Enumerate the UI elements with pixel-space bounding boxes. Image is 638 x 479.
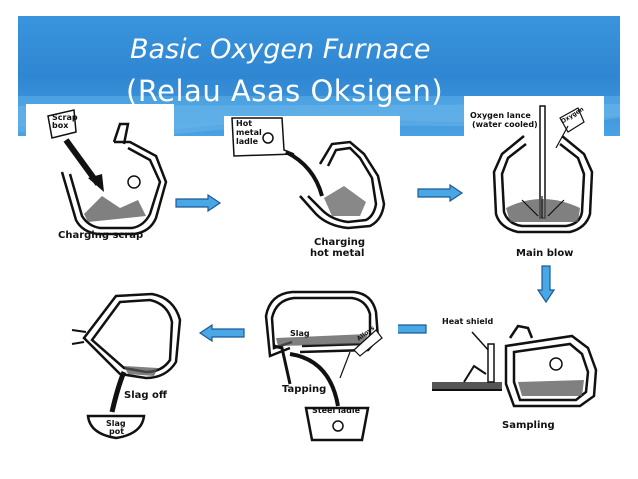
panel-charging-scrap: Scrap box Charging scrap: [26, 104, 174, 252]
hot-metal-ladle-tag-line2: metal: [236, 128, 262, 137]
arrow-right-2: [417, 184, 464, 202]
arrow-right-1: [175, 194, 222, 212]
slag-pot-label-line1: Slag: [106, 419, 126, 428]
arrow-left-2: [198, 324, 245, 342]
oxygen-lance-tag-line1: Oxygen lance: [470, 111, 531, 120]
slide-subtitle: (Relau Asas Oksigen): [126, 74, 444, 108]
heat-shield-tag: Heat shield: [442, 317, 494, 326]
sampling-caption: Sampling: [502, 420, 555, 431]
charging-hot-metal-caption-line1: Charging: [314, 237, 366, 248]
panel-tapping: Slag Alloys Tapping Steel ladle: [260, 286, 398, 450]
slag-label: Slag: [290, 329, 310, 338]
main-blow-caption: Main blow: [516, 248, 574, 259]
charging-scrap-illustration: [47, 109, 168, 236]
charging-hot-metal-caption-line2: hot metal: [310, 248, 365, 259]
oxygen-lance-tag-line2: (water cooled): [472, 120, 538, 129]
hot-metal-ladle-tag-line3: ladle: [236, 137, 259, 146]
hot-metal-ladle-tag-line1: Hot: [236, 119, 253, 128]
main-blow-illustration: [492, 105, 594, 234]
tapping-caption: Tapping: [282, 384, 327, 395]
steel-ladle-label: Steel ladle: [312, 406, 360, 415]
charging-scrap-caption: Charging scrap: [58, 230, 144, 241]
slide-title: Basic Oxygen Furnace: [130, 34, 431, 65]
slag-off-illustration: [71, 292, 182, 440]
panel-sampling: Heat shield Sampling: [432, 304, 610, 444]
scrap-box-tag: Scrap box: [52, 113, 78, 130]
arrow-down: [537, 265, 555, 304]
sampling-illustration: [432, 324, 598, 408]
tapping-illustration: [264, 290, 383, 442]
panel-charging-hot-metal: Hot metal ladle Charging hot metal: [224, 116, 400, 266]
charging-hot-metal-illustration: [231, 117, 386, 230]
panel-slag-off: Slag off Slag pot: [58, 286, 198, 452]
slag-off-caption: Slag off: [124, 390, 167, 401]
panel-main-blow: Oxygen Oxygen lance (water cooled) Main …: [464, 96, 604, 264]
slag-pot-label-line2: pot: [109, 427, 125, 436]
